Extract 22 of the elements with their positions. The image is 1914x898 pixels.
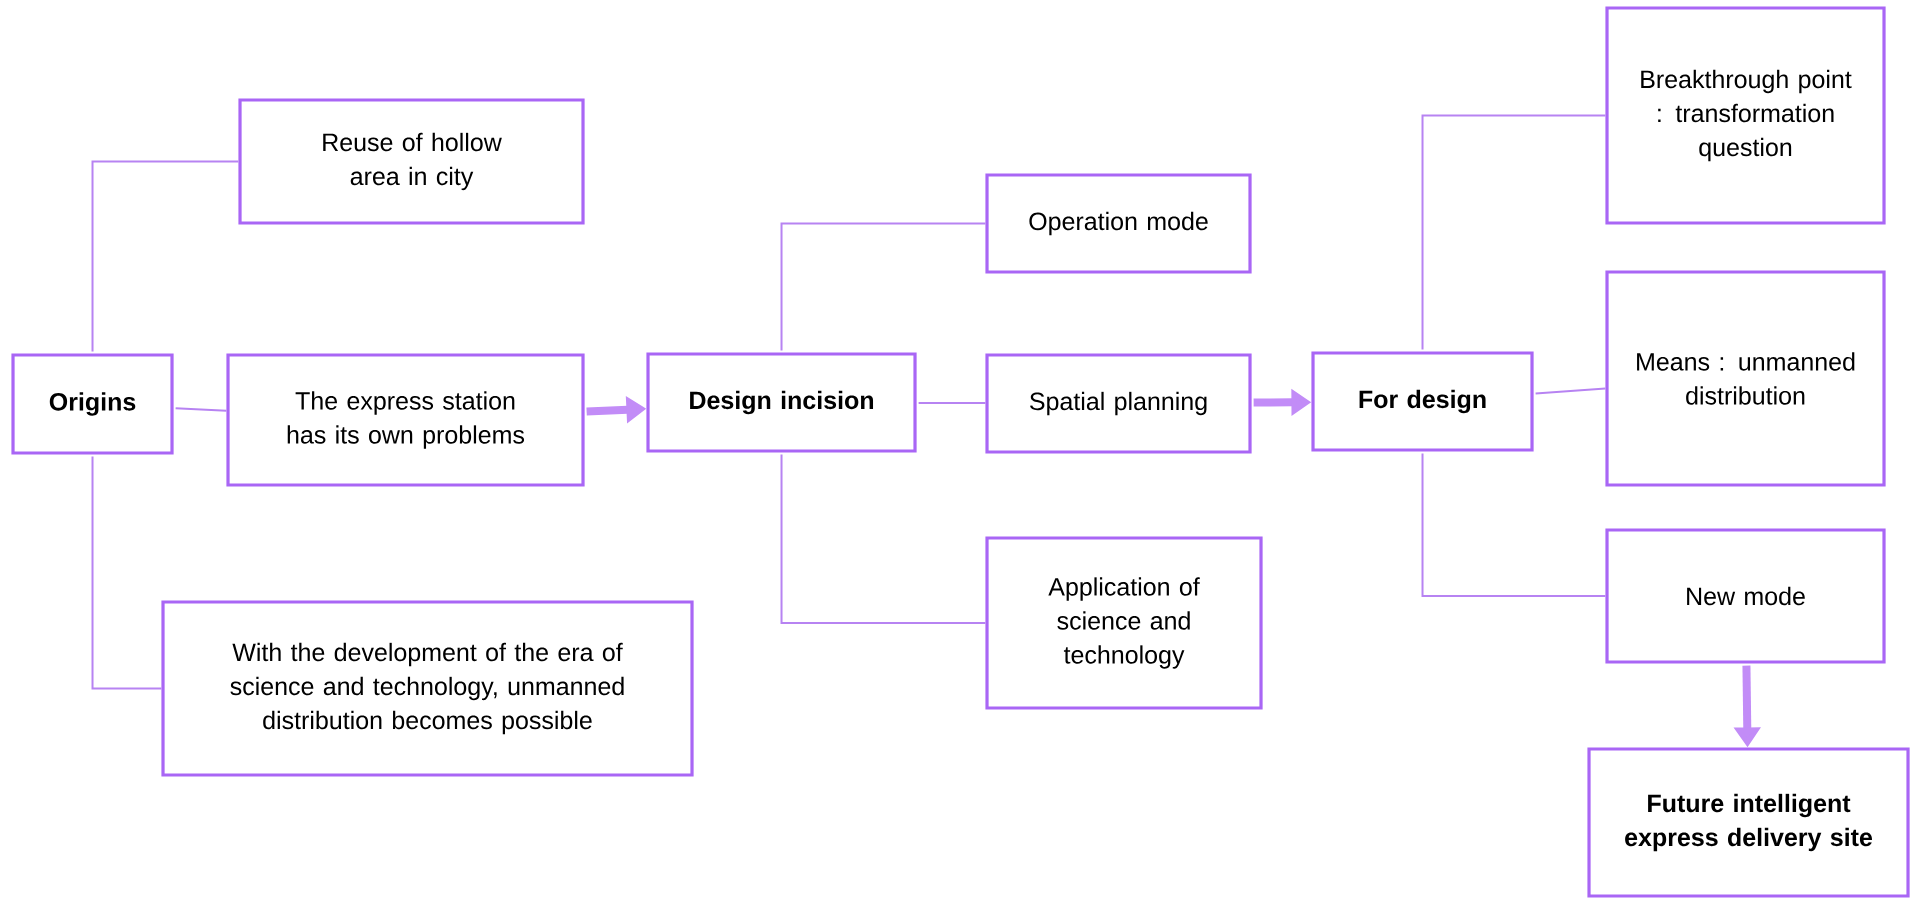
connector-line	[91, 455, 163, 690]
connector-line	[780, 453, 987, 624]
process-box: Origins	[11, 353, 174, 455]
process-box: Reuse of hollow area in city	[238, 98, 585, 225]
connector-line	[1421, 114, 1607, 351]
process-box: With the development of the era of science and technology, unmanned distribution becomes possible	[161, 600, 694, 777]
process-box: New mode	[1605, 528, 1886, 664]
process-box: The express station has its own problems	[226, 353, 585, 487]
process-box: Application of science and technology	[985, 536, 1263, 710]
process-box: For design	[1311, 351, 1534, 452]
connector-line	[780, 222, 987, 352]
connector-line	[1421, 452, 1607, 597]
process-box: Spatial planning	[985, 353, 1252, 454]
process-box: Future intelligent express delivery site	[1587, 747, 1910, 898]
process-box: Design incision	[646, 352, 917, 453]
process-box: Breakthrough point : transformation question	[1605, 6, 1886, 225]
process-box: Operation mode	[985, 173, 1252, 274]
connector-line	[1534, 387, 1607, 395]
process-box: Means : unmanned distribution	[1605, 270, 1886, 487]
connector-line	[174, 407, 228, 412]
connector-line	[917, 401, 987, 405]
connector-line	[91, 160, 240, 353]
